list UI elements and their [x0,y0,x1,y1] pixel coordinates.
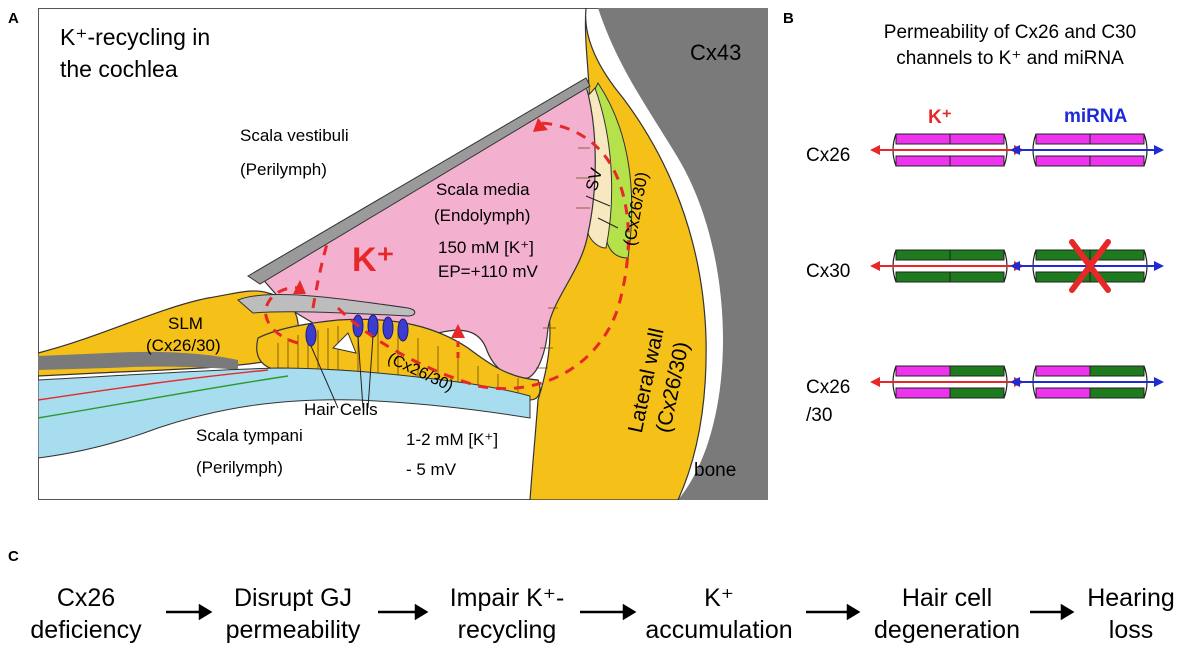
perilymph-top-label: (Perilymph) [240,160,327,179]
tunnel-of-corti [331,332,357,354]
channel-1-mirna [1010,133,1164,167]
arrowhead-media [533,118,548,132]
sv-pointers [585,195,619,229]
flow-step-5-line1: Hair cell [901,584,993,612]
perilymph-bottom-label: (Perilymph) [196,458,283,477]
channel-1-k [870,133,1024,167]
panel-b-title: Permeability of Cx26 and C30 channels to… [820,20,1200,72]
left-gray-strip [38,351,238,370]
flow-step-2-line1: Disrupt GJ [233,584,353,612]
col-k-header: K⁺ [928,107,952,128]
tectorial-membrane [237,294,416,317]
flow-step-4-line2: accumulation [645,616,793,644]
hair-cell-pointers [310,335,374,409]
scala-vestibuli-label: Scala vestibuli [240,126,349,145]
col-mirna-header: miRNA [1064,106,1128,127]
k-media-conc-label: 150 mM [K⁺] [438,238,534,257]
slm-cx-label: (Cx26/30) [146,336,221,355]
channel-2-mirna [1010,239,1164,293]
panel-a-title-line2: the cochlea [60,56,178,82]
flow-step-4: K⁺ accumulation [634,582,804,646]
k-recycling-path [264,121,630,391]
flow-arrowhead-5 [1060,603,1075,621]
scala-tympani-label: Scala tympani [196,426,303,445]
flow-step-3-line2: recycling [457,616,557,644]
flow-arrowhead-2 [414,603,429,621]
panel-letter-b: B [783,10,794,27]
flow-step-3-line1: Impair K⁺- [449,584,565,612]
flow-step-6: Hearing loss [1076,582,1186,646]
panel-letter-c: C [8,548,19,565]
flow-step-1-line1: Cx26 [56,584,116,612]
flow-step-6-line2: loss [1108,616,1154,644]
k-big-label: K⁺ [352,241,395,279]
flow-step-2-line2: permeability [225,616,361,644]
hair-cells-group [305,314,409,347]
panel-letter-a: A [8,10,19,27]
panel-a-title-line1: K⁺-recycling in [60,24,211,50]
flow-step-4-line1: K⁺ [704,584,734,612]
row-label-cx2630-line2: /30 [806,405,833,426]
arrowhead-up [451,324,465,338]
row-label-cx26: Cx26 [806,145,851,166]
cochlea-illustration [38,8,768,500]
ep-label: EP=+110 mV [438,262,538,281]
flow-step-1-line2: deficiency [30,616,142,644]
red-fiber [38,369,269,401]
flow-arrowhead-3 [622,603,637,621]
k-tympani-conc-label: 1-2 mM [K⁺] [406,430,499,449]
flow-arrowhead-4 [846,603,861,621]
panel-b-title-line2: channels to K⁺ and miRNA [896,48,1124,69]
flow-step-1: Cx26 deficiency [26,582,146,646]
blocked-x-icon [1069,239,1111,293]
reissner-membrane [247,77,591,285]
channel-grid [870,133,1164,399]
cochlea-diagram: K⁺-recycling in the cochlea Cx43 bone Sc… [38,8,768,500]
cx43-label: Cx43 [690,40,742,65]
green-fiber [38,375,289,419]
channel-2-k [870,249,1024,283]
slm-label: SLM [168,314,203,333]
row-label-cx30: Cx30 [806,261,851,282]
flow-arrows [166,603,1075,621]
flow-step-5: Hair cell degeneration [862,582,1032,646]
flow-step-2: Disrupt GJ permeability [218,582,368,646]
hatch-lines [277,147,590,398]
bone-label: bone [694,460,737,481]
basilar-region [38,367,531,459]
scala-media-label: Scala media [436,180,530,199]
flow-step-6-line1: Hearing [1087,584,1175,612]
bone-region [586,8,768,500]
flow-step-3: Impair K⁺- recycling [432,582,582,646]
arrowhead-slm [293,280,306,294]
channel-3-k [870,365,1024,399]
flow-step-5-line2: degeneration [874,616,1020,644]
panel-b-title-line1: Permeability of Cx26 and C30 [883,22,1137,43]
mv-tympani-label: - 5 mV [406,460,457,479]
hair-cells-label: Hair Cells [304,400,378,419]
flow-arrowhead-1 [198,603,213,621]
row-label-cx2630-line1: Cx26 [806,377,851,398]
endolymph-label: (Endolymph) [434,206,531,225]
channel-3-mirna [1010,365,1164,399]
